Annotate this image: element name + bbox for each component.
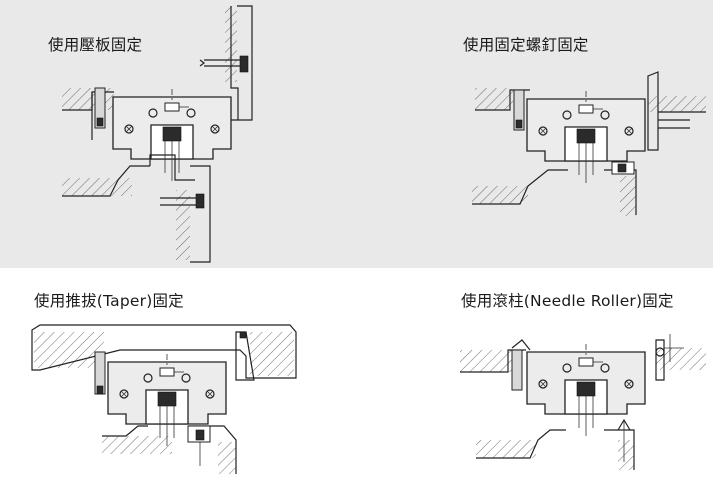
- diagram-set-screw: [472, 71, 706, 216]
- diagram-pressure-plate: [62, 5, 253, 263]
- method-label-set-screw: 使用固定螺釘固定: [463, 36, 589, 54]
- method-label-taper: 使用推拔(Taper)固定: [34, 292, 184, 310]
- diagram-needle-roller: [460, 334, 706, 470]
- method-label-needle-roller: 使用滾柱(Needle Roller)固定: [461, 292, 674, 310]
- method-label-pressure-plate: 使用壓板固定: [48, 36, 143, 54]
- diagram-taper: [31, 324, 297, 474]
